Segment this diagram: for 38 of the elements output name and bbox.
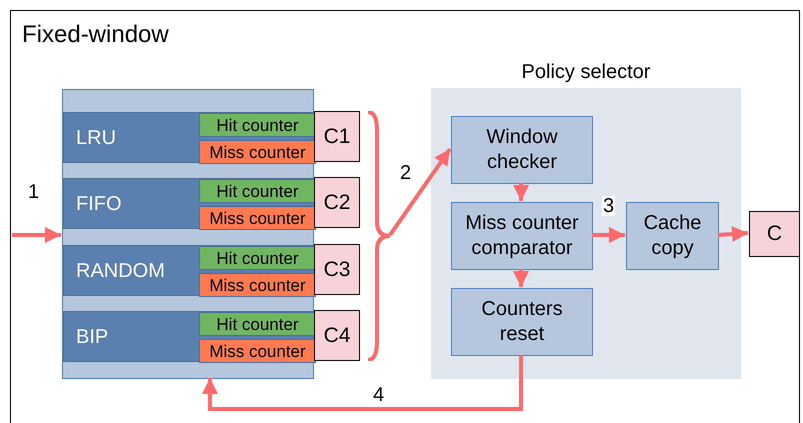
miss-counter: Miss counter	[199, 206, 316, 230]
frame-panel	[10, 10, 800, 423]
process-box: Miss counter comparator	[451, 202, 593, 270]
policy-name: FIFO	[76, 194, 122, 214]
arrow	[202, 355, 523, 411]
process-box: Window checker	[451, 116, 593, 184]
counter-box: C4	[314, 310, 360, 361]
arrow	[12, 227, 61, 244]
counter-box: C3	[314, 244, 360, 295]
hit-counter: Hit counter	[199, 312, 316, 336]
arrow	[513, 269, 529, 287]
policy-row	[63, 245, 315, 296]
process-box: Cache copy	[626, 202, 719, 270]
process-box: Counters reset	[451, 288, 593, 356]
frame-title: Fixed-window	[22, 23, 169, 47]
arrow	[592, 227, 625, 243]
arrow	[513, 183, 529, 201]
counter-box: C2	[314, 177, 360, 228]
panel-heading: Policy selector	[522, 62, 650, 82]
policy-row	[63, 311, 315, 362]
hit-counter: Hit counter	[199, 113, 316, 137]
policy-row	[63, 112, 315, 163]
miss-counter: Miss counter	[199, 140, 316, 164]
counter-box: C1	[314, 111, 360, 162]
miss-counter: Miss counter	[199, 339, 316, 363]
output-box: C	[749, 211, 800, 257]
policy-name: RANDOM	[76, 260, 165, 280]
policy-name: LRU	[76, 128, 116, 148]
policy-name: BIP	[76, 326, 108, 346]
arrow	[718, 226, 748, 242]
hit-counter: Hit counter	[199, 246, 316, 270]
cache-stack	[62, 89, 314, 379]
policy-row	[63, 178, 315, 229]
hit-counter: Hit counter	[199, 179, 316, 203]
edge-label: 3	[602, 196, 616, 216]
curly-brace	[367, 111, 391, 361]
miss-counter: Miss counter	[199, 273, 316, 297]
arrow	[388, 148, 452, 236]
